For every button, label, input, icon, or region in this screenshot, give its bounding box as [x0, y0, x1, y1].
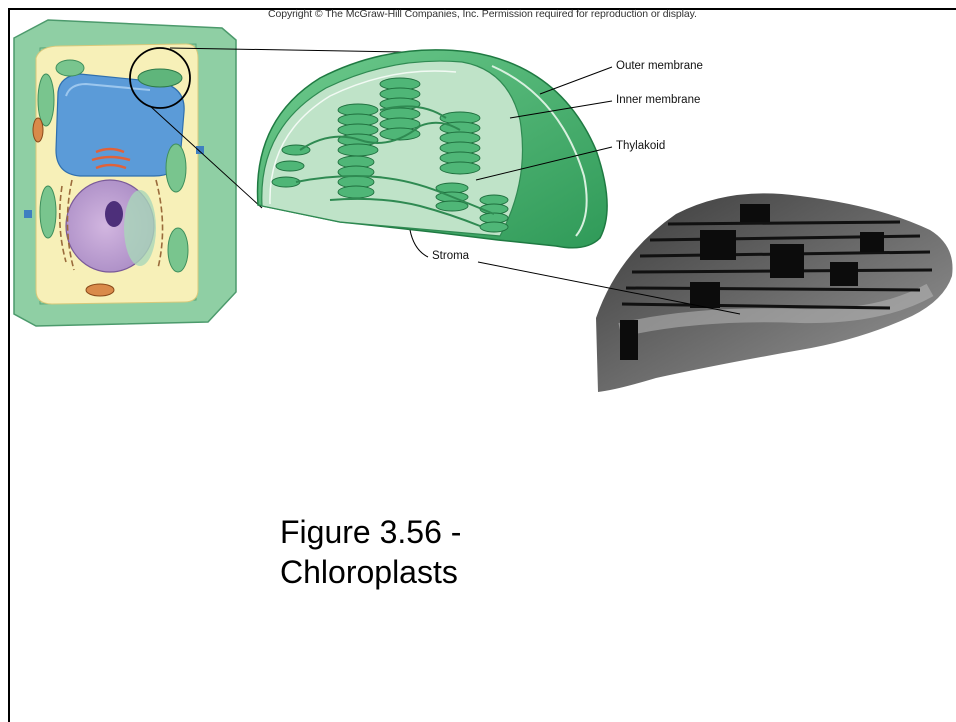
plant-cell: [14, 20, 236, 326]
cell-chloroplast: [166, 144, 186, 192]
cell-chloroplast: [40, 186, 56, 238]
plasmodesma: [196, 146, 204, 154]
nucleolus: [105, 201, 123, 227]
outer-membrane-label: Outer membrane: [616, 60, 703, 72]
stroma-label: Stroma: [432, 250, 469, 262]
chloroplast-cutaway: [258, 50, 608, 248]
figure-title: Figure 3.56 - Chloroplasts: [280, 512, 461, 592]
granum: [338, 104, 378, 156]
figure-title-line1: Figure 3.56 -: [280, 512, 461, 552]
stroma-leader: [410, 230, 428, 257]
figure-title-line2: Chloroplasts: [280, 552, 461, 592]
thylakoid-label: Thylakoid: [616, 140, 665, 152]
electron-micrograph: [596, 193, 953, 392]
cell-chloroplast: [38, 74, 54, 126]
cell-chloroplast: [168, 228, 188, 272]
inner-membrane-label: Inner membrane: [616, 94, 700, 106]
cell-chloroplast: [138, 69, 182, 87]
mitochondrion: [33, 118, 43, 142]
mitochondrion: [86, 284, 114, 296]
cell-chloroplast: [56, 60, 84, 76]
outer-membrane-leader: [540, 67, 612, 94]
plasmodesma: [24, 210, 32, 218]
central-vacuole: [56, 74, 184, 176]
